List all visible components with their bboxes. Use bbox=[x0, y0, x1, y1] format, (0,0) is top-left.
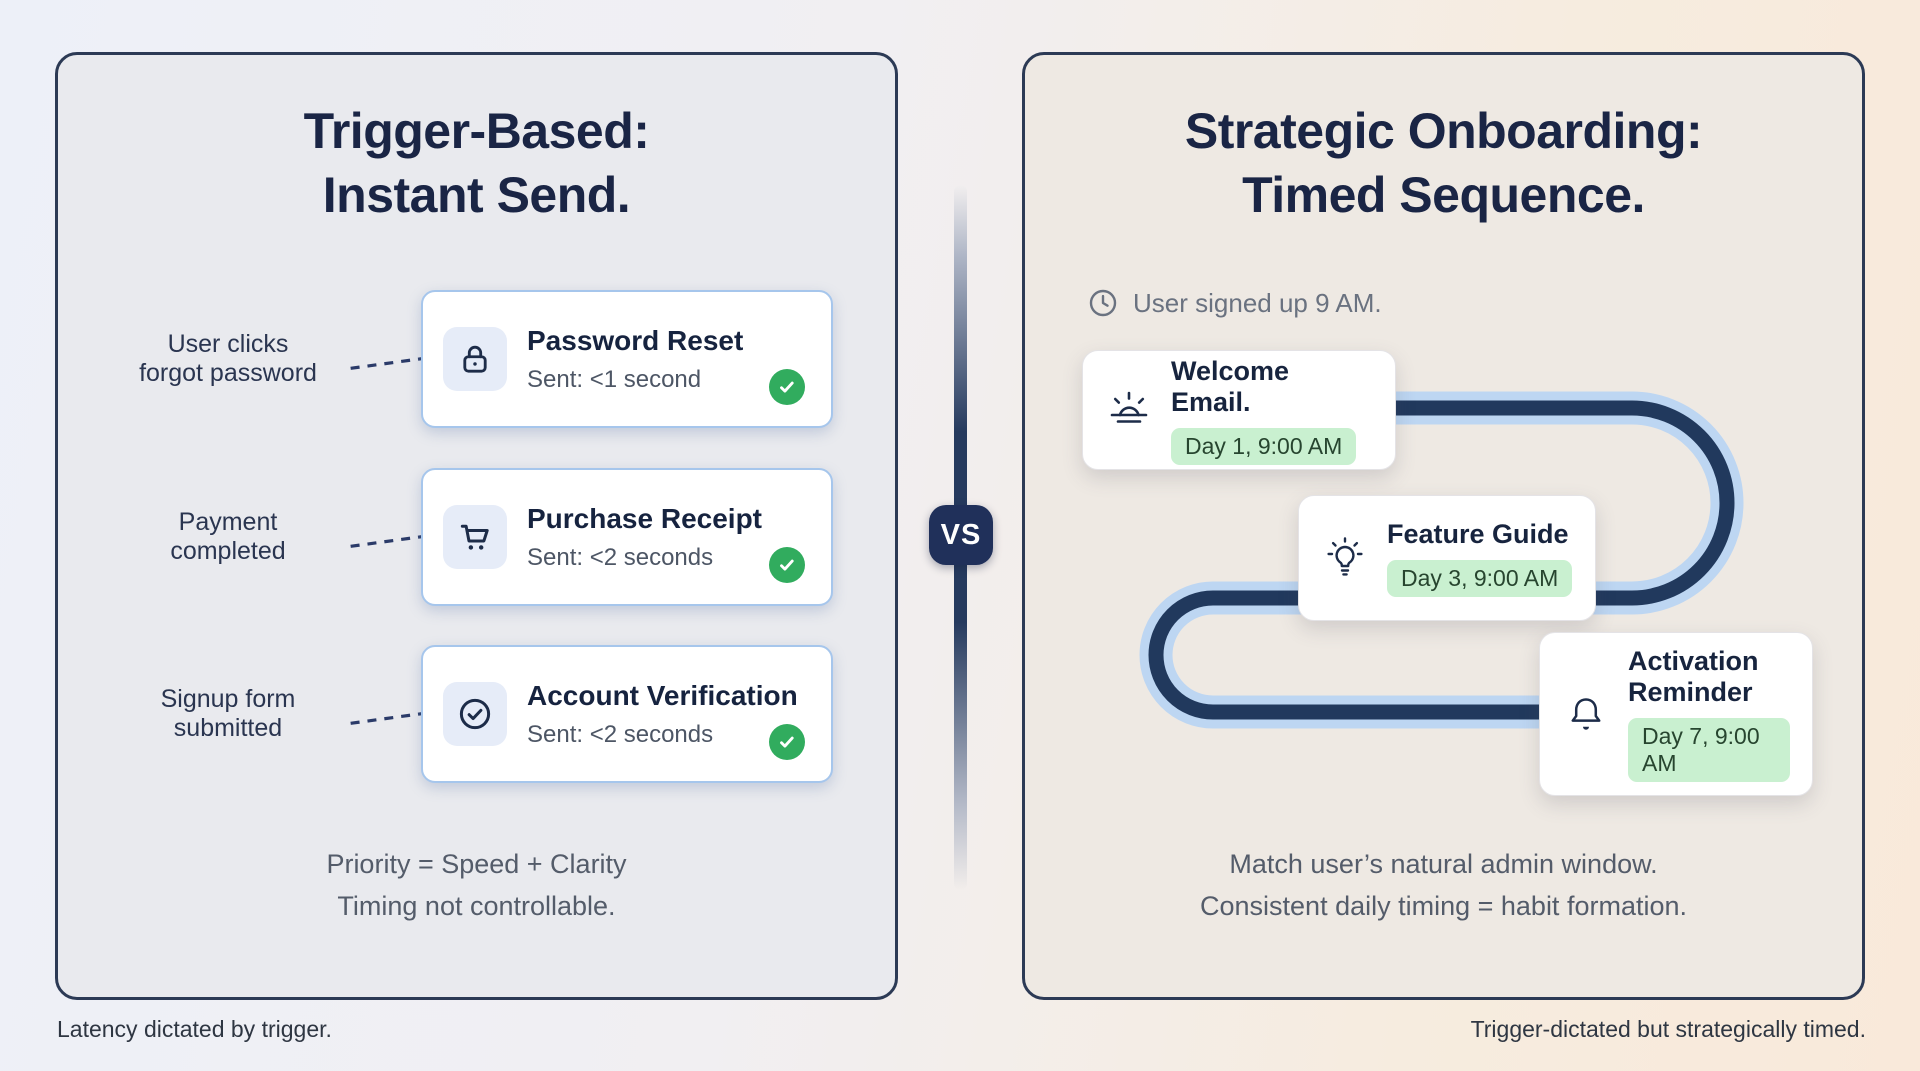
signup-note-row: User signed up 9 AM. bbox=[1087, 287, 1382, 319]
trigger-label-signup: Signup form submitted bbox=[160, 685, 296, 742]
left-panel-note: Priority = Speed + Clarity Timing not co… bbox=[58, 843, 895, 927]
check-badge-icon bbox=[459, 698, 491, 730]
clock-icon bbox=[1089, 289, 1117, 317]
right-panel-note: Match user’s natural admin window. Consi… bbox=[1025, 843, 1862, 927]
lock-icon bbox=[463, 345, 487, 373]
left-title-line2: Instant Send. bbox=[322, 167, 631, 223]
caption-right: Trigger-dictated but strategically timed… bbox=[1470, 1016, 1866, 1042]
check-circle-icon bbox=[769, 724, 805, 760]
card-feature-guide: Feature Guide Day 3, 9:00 AM bbox=[1298, 495, 1596, 621]
right-panel-title: Strategic Onboarding: Timed Sequence. bbox=[1025, 99, 1862, 227]
right-title-line1: Strategic Onboarding: bbox=[1184, 103, 1703, 159]
card-purchase-receipt: Purchase Receipt Sent: <2 seconds bbox=[421, 468, 833, 606]
left-note-line2: Timing not controllable. bbox=[337, 891, 616, 921]
left-panel-title: Trigger-Based: Instant Send. bbox=[58, 99, 895, 227]
check-circle-icon bbox=[769, 369, 805, 405]
cart-icon bbox=[460, 524, 489, 550]
caption-left: Latency dictated by trigger. bbox=[57, 1016, 332, 1042]
card-title: Purchase Receipt bbox=[527, 502, 762, 534]
card-title: Account Verification bbox=[527, 679, 798, 711]
icon-chip bbox=[443, 682, 507, 746]
trigger-label-password: User clicks forgot password bbox=[139, 330, 317, 387]
card-activation-reminder: Activation Reminder Day 7, 9:00 AM bbox=[1539, 632, 1813, 796]
check-circle-icon bbox=[769, 547, 805, 583]
card-account-verification: Account Verification Sent: <2 seconds bbox=[421, 645, 833, 783]
lightbulb-icon bbox=[1327, 537, 1363, 576]
card-title: Password Reset bbox=[527, 324, 744, 356]
left-title-line1: Trigger-Based: bbox=[303, 103, 650, 159]
icon-chip bbox=[443, 327, 507, 391]
strategic-onboarding-panel: Strategic Onboarding: Timed Sequence. Us… bbox=[1022, 52, 1865, 1000]
step-title: Feature Guide bbox=[1387, 519, 1569, 549]
vs-badge: VS bbox=[929, 505, 993, 565]
right-note-line1: Match user’s natural admin window. bbox=[1229, 849, 1658, 879]
trigger-based-panel: Trigger-Based: Instant Send. User clicks… bbox=[55, 52, 898, 1000]
sunrise-icon bbox=[1110, 391, 1148, 423]
step-schedule-badge: Day 7, 9:00 AM bbox=[1628, 718, 1790, 782]
step-schedule-badge: Day 1, 9:00 AM bbox=[1171, 427, 1357, 465]
signup-note-text: User signed up 9 AM. bbox=[1133, 287, 1382, 318]
right-note-line2: Consistent daily timing = habit formatio… bbox=[1200, 891, 1687, 921]
trigger-label-payment: Payment completed bbox=[170, 508, 286, 565]
card-sent-time: Sent: <2 seconds bbox=[527, 720, 714, 748]
step-schedule-badge: Day 3, 9:00 AM bbox=[1387, 560, 1573, 597]
left-note-line1: Priority = Speed + Clarity bbox=[326, 849, 627, 879]
icon-chip bbox=[443, 505, 507, 569]
step-title: Welcome Email. bbox=[1171, 355, 1290, 417]
card-sent-time: Sent: <2 seconds bbox=[527, 543, 714, 571]
step-title: Activation Reminder bbox=[1628, 646, 1759, 707]
bell-icon bbox=[1571, 698, 1601, 730]
card-welcome-email: Welcome Email. Day 1, 9:00 AM bbox=[1082, 350, 1396, 470]
right-title-line2: Timed Sequence. bbox=[1242, 167, 1645, 223]
card-sent-time: Sent: <1 second bbox=[527, 365, 702, 393]
timeline-path bbox=[1139, 391, 1744, 729]
card-password-reset: Password Reset Sent: <1 second bbox=[421, 290, 833, 428]
